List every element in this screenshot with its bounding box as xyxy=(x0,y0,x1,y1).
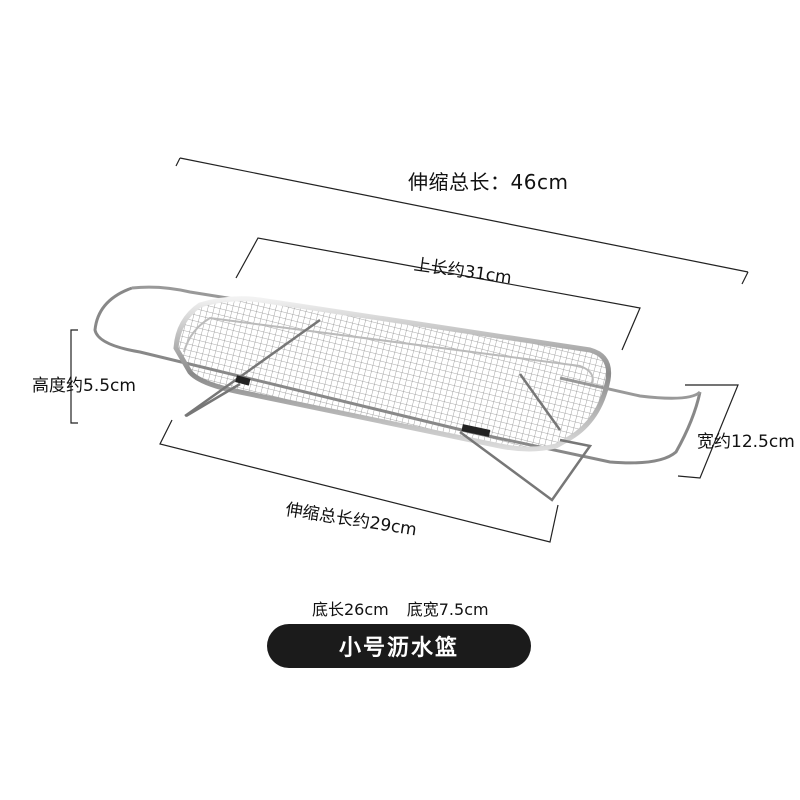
retracted-length-bracket xyxy=(159,419,559,543)
width-label: 宽约12.5cm xyxy=(697,432,795,452)
base-dimensions: 底长26cm 底宽7.5cm xyxy=(312,596,507,620)
extended-total-length-label: 伸缩总长：46cm xyxy=(408,170,569,194)
height-label: 高度约5.5cm xyxy=(32,376,136,396)
base-width-label: 底宽7.5cm xyxy=(406,600,489,619)
product-name-badge: 小号沥水篮 xyxy=(267,624,531,668)
dimension-lines xyxy=(70,157,749,543)
product-name: 小号沥水篮 xyxy=(338,636,459,661)
extended-length-line xyxy=(179,157,749,273)
height-bracket xyxy=(70,329,78,424)
top-length-bracket xyxy=(235,237,641,351)
drain-basket xyxy=(93,285,702,502)
base-length-label: 底长26cm xyxy=(312,600,389,619)
width-bracket xyxy=(677,384,739,479)
